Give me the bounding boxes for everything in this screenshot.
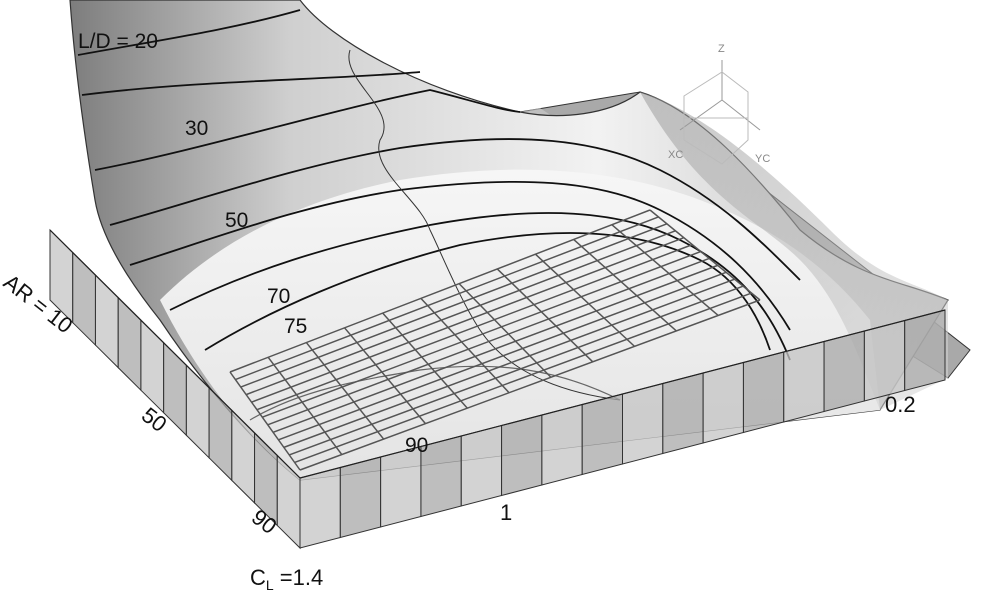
label-cl-prefix: C: [250, 565, 266, 590]
front-right-wall: [299, 309, 946, 549]
label-70: 70: [267, 285, 290, 308]
label-90: 90: [405, 434, 428, 457]
mesh-line-v: [240, 223, 668, 388]
mesh-line-u: [420, 297, 510, 394]
left-wall-panel: [140, 318, 165, 414]
contour-50: [129, 180, 791, 331]
mesh-line-v: [256, 243, 693, 411]
mesh-line-v: [283, 278, 735, 449]
mesh-line-u: [611, 224, 719, 317]
label-right-0-2: 0.2: [885, 392, 916, 417]
right-wall-panel: [823, 330, 865, 413]
mesh-line-u: [305, 342, 385, 440]
right-wall-panel: [501, 414, 543, 497]
left-wall-panel-top-edge: [49, 229, 301, 479]
mesh-line-u: [573, 238, 677, 332]
right-wall-panel: [380, 445, 422, 528]
mesh-line-u: [382, 312, 468, 409]
left-wall-panel: [117, 296, 142, 392]
mesh-line-v: [294, 292, 752, 464]
mesh-line-u: [229, 371, 301, 471]
contour-70: [169, 212, 791, 361]
contour-75: [204, 232, 771, 351]
triad-z: Z: [718, 43, 725, 55]
right-wall-panel: [863, 319, 906, 402]
mesh-line-u: [267, 356, 343, 455]
contour-40: [109, 138, 801, 281]
left-wall-panel: [72, 251, 96, 347]
label-ld-20: L/D = 20: [78, 30, 158, 53]
axis-triad: [679, 60, 761, 165]
right-wall-panel: [541, 403, 583, 486]
mesh-line-v: [251, 236, 685, 403]
triad-x: XC: [668, 149, 683, 161]
mesh-line-u: [343, 327, 427, 425]
label-75: 75: [284, 315, 307, 338]
mesh-grid: [229, 209, 761, 471]
mesh-line-v: [299, 299, 761, 471]
right-wall-panel: [702, 361, 744, 444]
mesh-line-v: [262, 250, 702, 418]
contour-20: [77, 9, 301, 56]
mesh-line-v: [272, 264, 718, 434]
triad-y: YC: [755, 153, 770, 165]
label-50: 50: [225, 209, 248, 232]
right-wall-panel: [783, 340, 825, 423]
contour-90: [249, 365, 621, 421]
label-bottom-1: 1: [500, 500, 512, 525]
right-wall-panel: [339, 456, 382, 539]
surface: [69, 0, 949, 481]
label-30: 30: [185, 117, 208, 140]
mesh-line-v: [288, 285, 744, 456]
mesh-line-u: [458, 283, 552, 378]
mesh-line-u: [496, 268, 594, 363]
front-left-wall: [49, 228, 301, 550]
right-wall-panel: [742, 351, 785, 434]
left-wall-panel: [94, 273, 119, 369]
label-cl: CL =1.4: [250, 565, 323, 592]
contours: [77, 9, 801, 421]
right-wall-panel: [662, 372, 704, 455]
right-wall-panel: [460, 424, 503, 507]
mesh-line-v: [278, 271, 727, 441]
label-cl-sub: L: [266, 577, 274, 592]
contour-30: [94, 89, 521, 171]
mesh-line-v: [245, 230, 676, 396]
ridge-line: [348, 49, 621, 401]
mesh-line-u: [649, 209, 761, 301]
mesh-line-v: [235, 216, 659, 381]
mesh-line-v: [229, 209, 651, 373]
right-wall-panel: [904, 309, 946, 392]
mesh-line-v: [267, 257, 710, 426]
right-wall-panel-top-edge: [299, 309, 946, 479]
right-wall-panel: [581, 393, 623, 476]
right-wall-panel: [299, 466, 341, 549]
contour-25: [81, 71, 421, 96]
label-cl-value: =1.4: [274, 565, 324, 590]
mesh-line-u: [534, 253, 636, 347]
right-wall-panel: [622, 382, 664, 465]
